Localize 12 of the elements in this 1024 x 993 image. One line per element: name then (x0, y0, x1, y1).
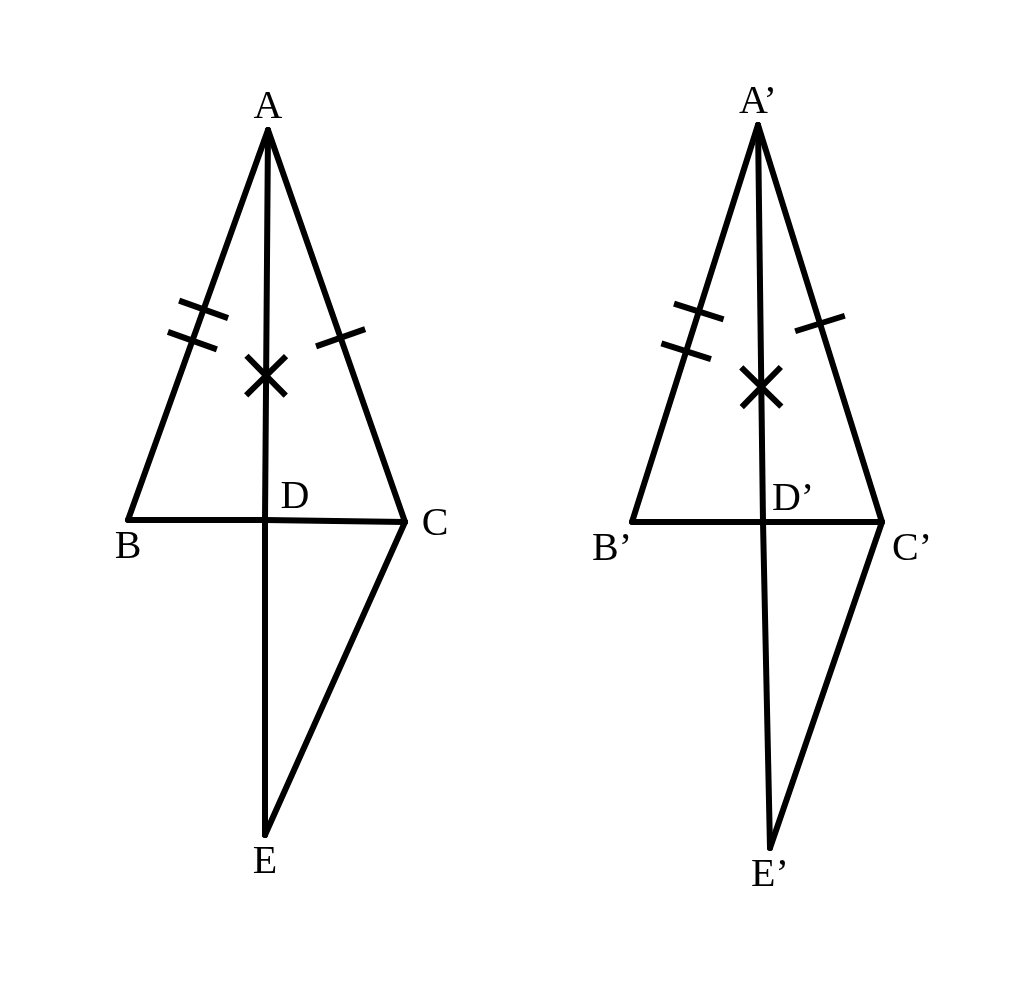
line-segment (262, 519, 408, 838)
vertex-label: A (253, 85, 283, 125)
vertex-label: C’ (892, 527, 932, 567)
vertex-label: E’ (751, 853, 789, 893)
vertex-label: E (252, 840, 278, 880)
vertex-label: D’ (771, 477, 815, 517)
vertex-label: B (114, 525, 142, 565)
vertex-label: A’ (739, 80, 777, 120)
vertex-label: B’ (592, 527, 632, 567)
vertex-label: D (280, 475, 310, 515)
vertex-label: C (421, 502, 449, 542)
line-segment (767, 519, 885, 851)
